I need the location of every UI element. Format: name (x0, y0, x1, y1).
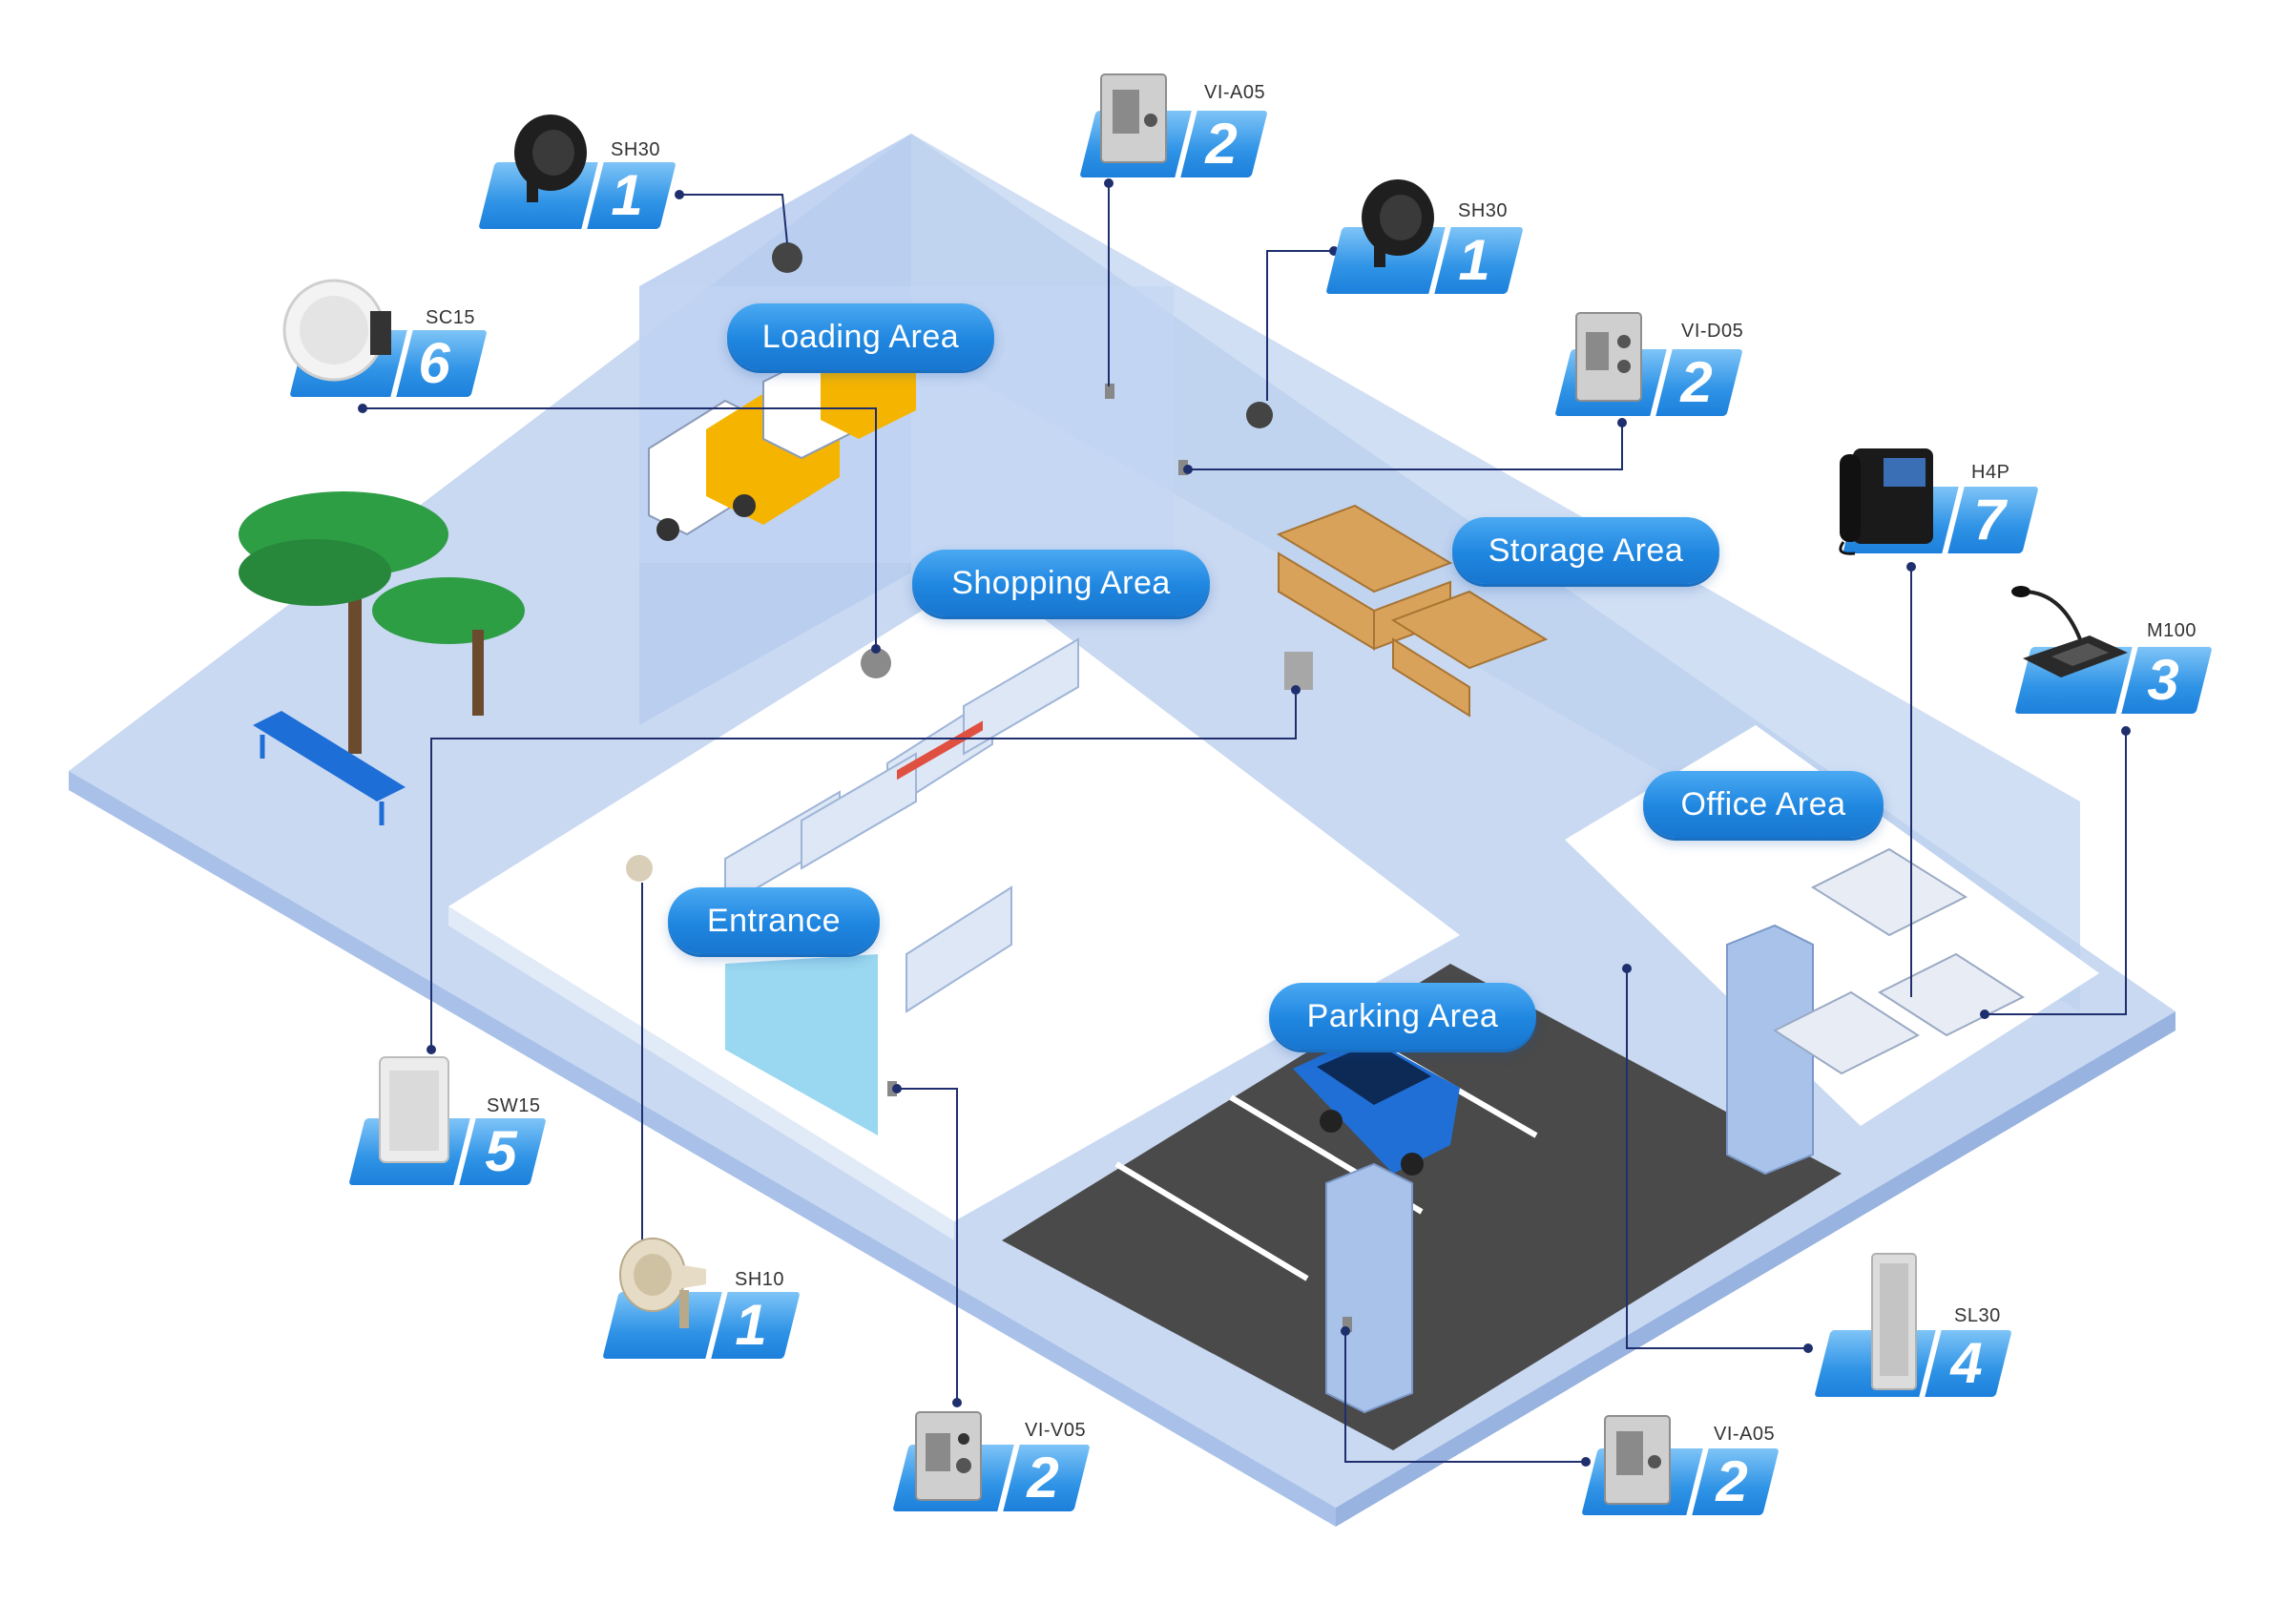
area-label-entrance: Entrance (668, 887, 880, 954)
shelf-products (897, 720, 983, 781)
device-callout-vi-a05: 2 VI-A05 (1581, 1414, 1800, 1538)
horn-mount (772, 242, 802, 273)
device-model-label: SW15 (487, 1095, 541, 1116)
device-model-label: VI-A05 (1714, 1424, 1776, 1445)
intercom-panel-icon (1604, 1415, 1671, 1505)
connector-lines (363, 183, 2127, 1463)
wall-intercom (1343, 1317, 1352, 1332)
intercom-panel-icon (1575, 312, 1642, 402)
connector-sh30-a (679, 194, 788, 244)
ceiling-speaker-icon (282, 279, 391, 382)
horn-speaker-icon (514, 115, 587, 202)
badge-number: 1 (1458, 228, 1490, 292)
connector-sh30-b (1266, 250, 1334, 401)
wall-speaker-mount (1284, 652, 1313, 690)
connector-vi-v05 (897, 1088, 958, 1403)
horn-mount (1246, 402, 1273, 428)
bench-illustration (253, 711, 406, 825)
badge-number: 1 (735, 1293, 767, 1357)
badge-number: 4 (1950, 1331, 1983, 1395)
device-callout-sh30: 1 SH30 (478, 105, 677, 229)
area-label-loading: Loading Area (727, 303, 994, 370)
storage-pallets (1276, 504, 1549, 718)
connector-dots (358, 178, 2131, 1467)
device-callout-vi-v05: 2 VI-V05 (892, 1410, 1111, 1534)
wall-intercom (1178, 460, 1188, 475)
device-callout-sl30: 4 SL30 (1814, 1250, 2032, 1403)
area-label-parking: Parking Area (1269, 983, 1536, 1050)
device-model-label: M100 (2147, 620, 2197, 641)
connector-sw15 (430, 690, 1297, 1050)
connector-sc15 (363, 407, 877, 649)
ceiling-speaker-mount (861, 648, 891, 678)
horn-speaker-icon (619, 1238, 706, 1328)
tree-illustration (239, 491, 525, 754)
device-callout-sc15: 6 SC15 (279, 273, 498, 397)
device-callout-sh30: 1 SH30 (1325, 170, 1525, 294)
device-model-label: SC15 (426, 307, 476, 328)
gate-pillar (1726, 924, 1814, 1176)
car-illustration (1293, 1035, 1460, 1176)
device-model-label: SL30 (1954, 1305, 2001, 1326)
device-callout-m100: 3 M100 (2004, 582, 2223, 716)
device-model-label: H4P (1971, 462, 2010, 483)
parking-lot (1002, 964, 1842, 1450)
badge-number: 6 (418, 331, 450, 395)
area-label-office: Office Area (1643, 771, 1884, 838)
parking-stripe (1114, 1161, 1309, 1281)
badge-number: 2 (1205, 112, 1238, 176)
connector-m100 (1985, 731, 2127, 1015)
gate-pillar (1325, 1162, 1413, 1414)
badge-number: 1 (611, 163, 643, 227)
entrance-doors (725, 954, 878, 1135)
intercom-panel-icon (915, 1411, 982, 1501)
device-model-label: VI-V05 (1025, 1420, 1087, 1441)
badge-number: 2 (1680, 350, 1713, 414)
badge-number: 2 (1027, 1446, 1059, 1509)
wall-intercom (1105, 384, 1114, 399)
area-label-storage: Storage Area (1452, 517, 1719, 584)
connector-sl30 (1626, 968, 1808, 1349)
connector-vi-d05 (1188, 423, 1623, 470)
device-callout-vi-d05: 2 VI-D05 (1553, 311, 1744, 435)
wall-speaker-icon (379, 1056, 449, 1163)
device-callout-sh10: 1 SH10 (602, 1227, 821, 1370)
device-callout-h4p: 7 H4P (1832, 441, 2042, 565)
device-model-label: SH10 (735, 1269, 785, 1290)
floor-plate-edge-right (1336, 1011, 2176, 1527)
badge-number: 5 (485, 1119, 517, 1183)
device-model-label: VI-D05 (1681, 321, 1744, 342)
badge-number: 3 (2147, 648, 2179, 712)
device-model-label: VI-A05 (1204, 82, 1266, 103)
intercom-panel-icon (1100, 73, 1167, 163)
shop-floor-edge (448, 906, 954, 1240)
connector-vi-a05-bottom (1344, 1331, 1586, 1463)
ip-phone-icon (1839, 448, 1933, 555)
area-label-shopping: Shopping Area (912, 550, 1210, 616)
device-callout-vi-a05: 2 VI-A05 (1078, 73, 1269, 197)
badge-number: 7 (1973, 488, 2006, 552)
horn-mount (626, 855, 653, 882)
device-model-label: SH30 (1458, 200, 1509, 221)
floor-plate-edge (69, 771, 1336, 1527)
paging-microphone-icon (2011, 586, 2128, 677)
column-speaker-icon (1871, 1253, 1917, 1390)
device-model-label: SH30 (611, 139, 661, 160)
device-callout-sw15: 5 SW15 (348, 1050, 567, 1193)
badge-number: 2 (1716, 1449, 1748, 1513)
shop-floor (448, 573, 1460, 1221)
horn-speaker-icon (1362, 179, 1434, 267)
